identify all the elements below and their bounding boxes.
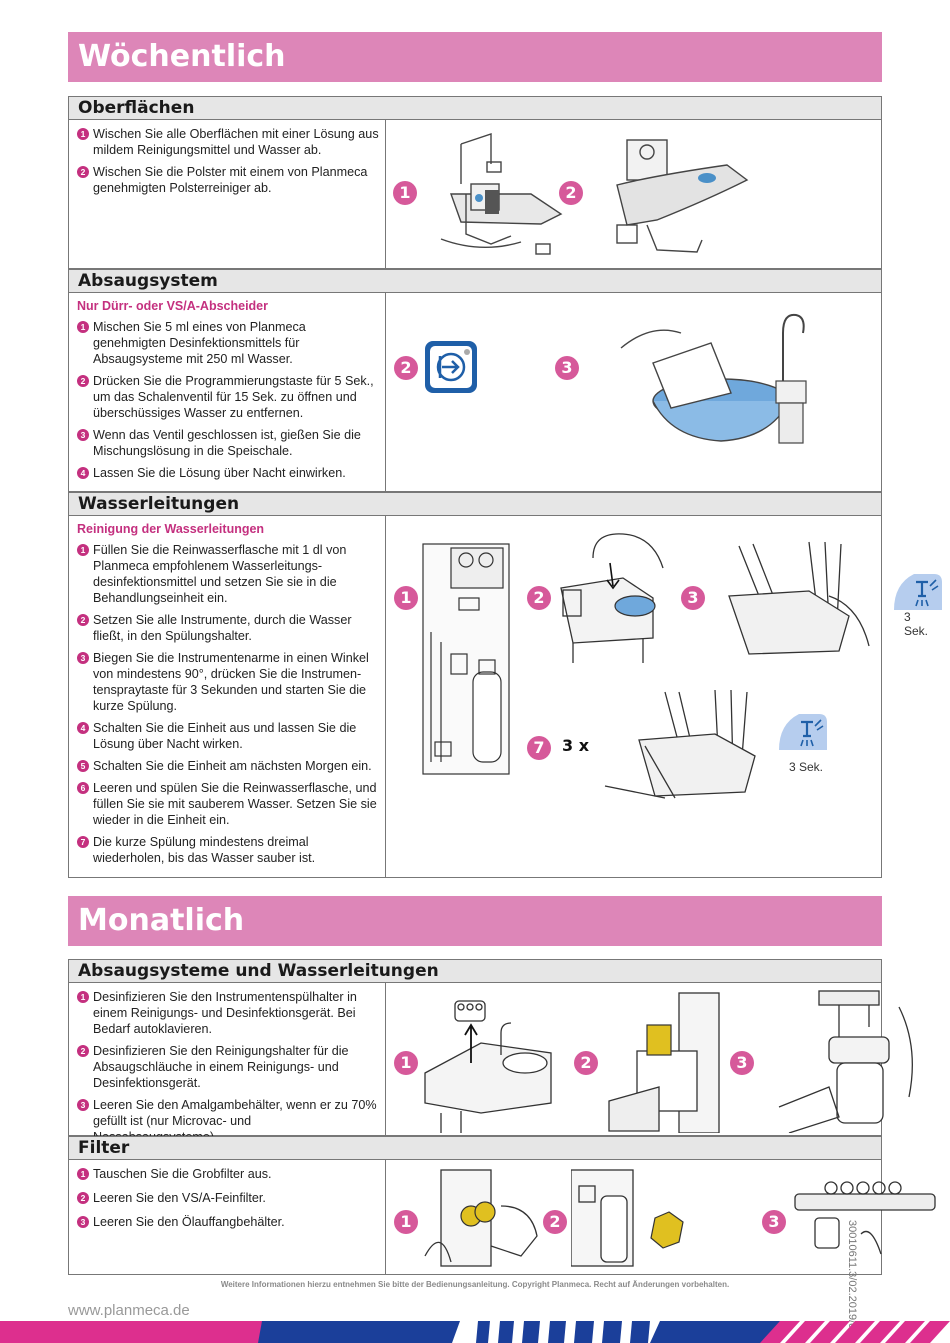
figure-badge: 1 (394, 1051, 418, 1075)
monthly-title: Monatlich (78, 903, 245, 938)
suction-header: Absaugsystem (68, 269, 882, 293)
filter-heading: Filter (78, 1138, 130, 1158)
suction-heading: Absaugsystem (78, 271, 218, 291)
instrument-holder-illustration (560, 533, 664, 663)
suction-subheading: Nur Dürr- oder VS/A-Abscheider (77, 299, 269, 313)
bend-instrument-arms-illustration (728, 541, 870, 655)
spray-duration-label: 3 Sek. (904, 610, 929, 638)
footnote: Weitere Informationen hierzu entnehmen S… (220, 1280, 730, 1289)
figure-badge: 3 (555, 356, 579, 380)
water-bottle-unit-illustration (422, 543, 510, 775)
suction-water-heading: Absaugsysteme und Wasserleitungen (78, 961, 439, 981)
dental-unit-illustration (440, 133, 563, 255)
footer-color-bar (0, 1321, 950, 1343)
fine-filter-illustration (571, 1169, 684, 1267)
repeat-flush-illustration (604, 689, 756, 799)
figure-badge: 2 (527, 586, 551, 610)
figure-badge: 2 (574, 1051, 598, 1075)
suction-hose-holder-illustration (608, 992, 720, 1133)
figure-badge: 1 (394, 1210, 418, 1234)
figure-badge: 2 (394, 356, 418, 380)
spray-duration-label: 3 Sek. (789, 760, 824, 774)
spray-key-icon (894, 574, 942, 610)
instrument-rinse-holder-illustration (424, 1000, 552, 1133)
weekly-title: Wöchentlich (78, 39, 286, 74)
figure-badge: 1 (394, 586, 418, 610)
coarse-filter-illustration (424, 1169, 538, 1267)
document-id: 30010611.3/02.2019/de (846, 1220, 858, 1336)
suction-water-header: Absaugsysteme und Wasserleitungen (68, 959, 882, 983)
figure-badge: 3 (762, 1210, 786, 1234)
water-subheading: Reinigung der Wasserleitungen (77, 522, 265, 536)
website-link[interactable]: www.planmeca.de (68, 1302, 190, 1319)
figure-badge: 3 (730, 1051, 754, 1075)
pour-into-bowl-illustration (620, 313, 807, 444)
water-header: Wasserleitungen (68, 492, 882, 516)
upholstery-illustration (616, 139, 749, 253)
figure-badge: 2 (543, 1210, 567, 1234)
figure-badge: 1 (393, 181, 417, 205)
amalgam-container-illustration (778, 990, 913, 1133)
figure-badge: 3 (681, 586, 705, 610)
weekly-band: Wöchentlich (68, 32, 882, 82)
figure-badge: 7 (527, 736, 551, 760)
repeat-count: 3 x (562, 736, 590, 755)
spray-key-icon (779, 714, 827, 750)
program-button-icon (425, 341, 477, 393)
water-heading: Wasserleitungen (78, 494, 240, 514)
oil-collector-illustration (794, 1181, 936, 1255)
figure-badge: 2 (559, 181, 583, 205)
surfaces-heading: Oberflächen (78, 98, 195, 118)
monthly-band: Monatlich (68, 896, 882, 946)
surfaces-header: Oberflächen (68, 96, 882, 120)
filter-header: Filter (68, 1136, 882, 1160)
